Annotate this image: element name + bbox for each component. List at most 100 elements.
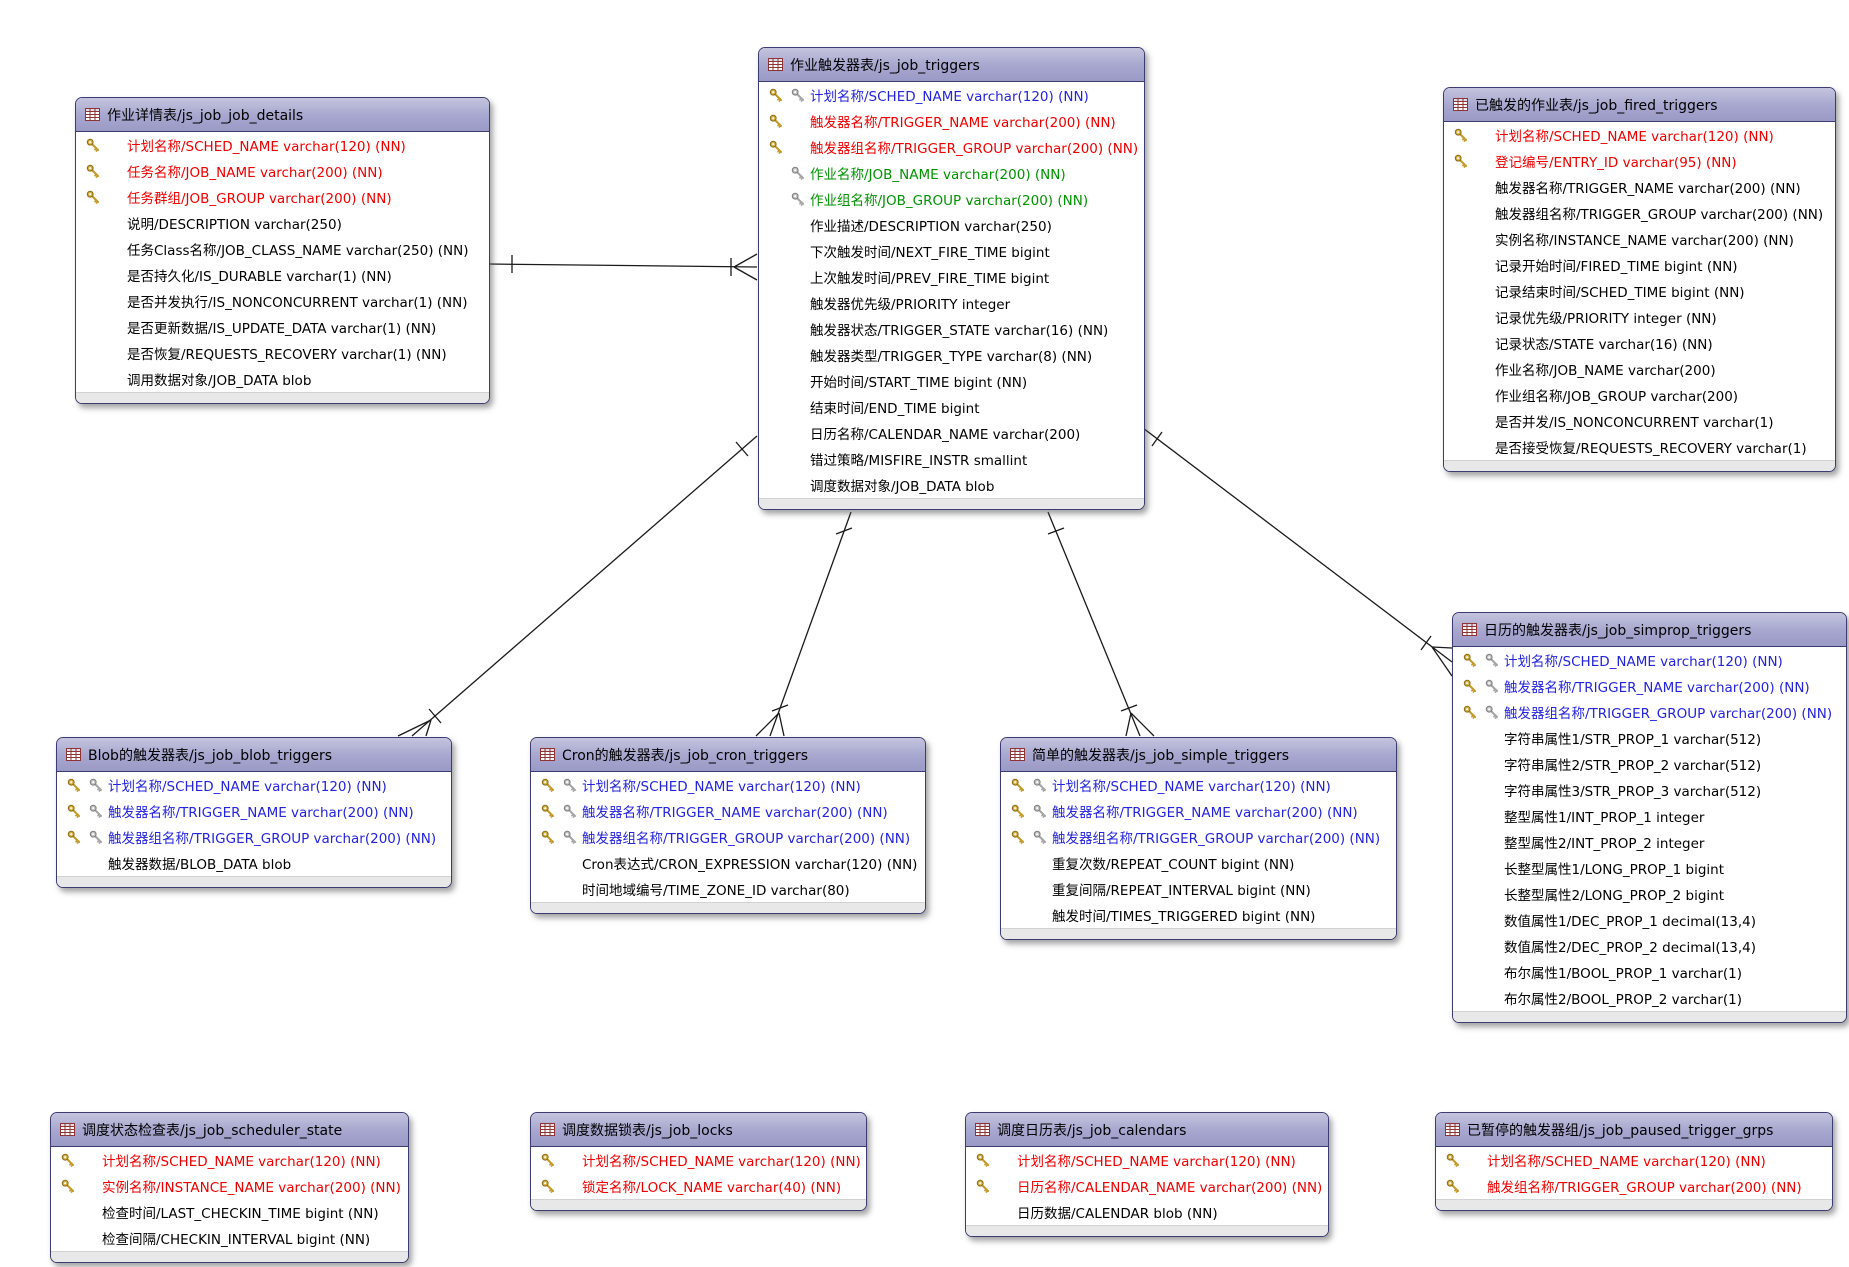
field-row[interactable]: 日历名称/CALENDAR_NAME varchar(200) (NN) [966,1173,1328,1199]
table-header[interactable]: 已暂停的触发器组/js_job_paused_trigger_grps [1436,1113,1832,1147]
field-row[interactable]: 触发器组名称/TRIGGER_GROUP varchar(200) (NN) [1453,699,1846,725]
field-row[interactable]: 检查间隔/CHECKIN_INTERVAL bigint (NN) [51,1225,408,1251]
field-row[interactable]: 数值属性1/DEC_PROP_1 decimal(13,4) [1453,907,1846,933]
entity-table-js_job_triggers[interactable]: 作业触发器表/js_job_triggers 计划名称/SCHED_NAME v… [758,47,1145,510]
field-row[interactable]: 任务Class名称/JOB_CLASS_NAME varchar(250) (N… [76,236,489,262]
field-row[interactable]: 触发器名称/TRIGGER_NAME varchar(200) (NN) [531,798,925,824]
entity-table-js_job_scheduler_state[interactable]: 调度状态检查表/js_job_scheduler_state 计划名称/SCHE… [50,1112,409,1263]
field-row[interactable]: Cron表达式/CRON_EXPRESSION varchar(120) (NN… [531,850,925,876]
field-row[interactable]: 记录优先级/PRIORITY integer (NN) [1444,304,1835,330]
field-row[interactable]: 记录状态/STATE varchar(16) (NN) [1444,330,1835,356]
field-row[interactable]: 整型属性1/INT_PROP_1 integer [1453,803,1846,829]
entity-table-js_job_paused_trigger_grps[interactable]: 已暂停的触发器组/js_job_paused_trigger_grps 计划名称… [1435,1112,1833,1211]
field-row[interactable]: 触发器名称/TRIGGER_NAME varchar(200) (NN) [759,108,1144,134]
field-row[interactable]: 时间地域编号/TIME_ZONE_ID varchar(80) [531,876,925,902]
table-header[interactable]: 简单的触发器表/js_job_simple_triggers [1001,738,1396,772]
field-row[interactable]: 登记编号/ENTRY_ID varchar(95) (NN) [1444,148,1835,174]
field-row[interactable]: 作业组名称/JOB_GROUP varchar(200) [1444,382,1835,408]
field-row[interactable]: 是否并发/IS_NONCONCURRENT varchar(1) [1444,408,1835,434]
field-row[interactable]: 计划名称/SCHED_NAME varchar(120) (NN) [1436,1147,1832,1173]
field-row[interactable]: 触发器名称/TRIGGER_NAME varchar(200) (NN) [1001,798,1396,824]
field-row[interactable]: 作业描述/DESCRIPTION varchar(250) [759,212,1144,238]
table-header[interactable]: 作业详情表/js_job_job_details [76,98,489,132]
field-row[interactable]: 计划名称/SCHED_NAME varchar(120) (NN) [1001,772,1396,798]
field-row[interactable]: 作业名称/JOB_NAME varchar(200) (NN) [759,160,1144,186]
field-row[interactable]: 触发器组名称/TRIGGER_GROUP varchar(200) (NN) [1001,824,1396,850]
field-row[interactable]: 触发器名称/TRIGGER_NAME varchar(200) (NN) [1453,673,1846,699]
field-row[interactable]: 是否并发执行/IS_NONCONCURRENT varchar(1) (NN) [76,288,489,314]
field-row[interactable]: 布尔属性1/BOOL_PROP_1 varchar(1) [1453,959,1846,985]
field-row[interactable]: 日历数据/CALENDAR blob (NN) [966,1199,1328,1225]
field-row[interactable]: 是否接受恢复/REQUESTS_RECOVERY varchar(1) [1444,434,1835,460]
field-row[interactable]: 字符串属性3/STR_PROP_3 varchar(512) [1453,777,1846,803]
field-row[interactable]: 日历名称/CALENDAR_NAME varchar(200) [759,420,1144,446]
field-row[interactable]: 调用数据对象/JOB_DATA blob [76,366,489,392]
entity-table-js_job_fired_triggers[interactable]: 已触发的作业表/js_job_fired_triggers 计划名称/SCHED… [1443,87,1836,472]
field-row[interactable]: 触发器名称/TRIGGER_NAME varchar(200) (NN) [57,798,451,824]
field-row[interactable]: 触发器组名称/TRIGGER_GROUP varchar(200) (NN) [531,824,925,850]
field-row[interactable]: 作业名称/JOB_NAME varchar(200) [1444,356,1835,382]
entity-table-js_job_blob_triggers[interactable]: Blob的触发器表/js_job_blob_triggers 计划名称/SCHE… [56,737,452,888]
field-row[interactable]: 说明/DESCRIPTION varchar(250) [76,210,489,236]
field-row[interactable]: 任务名称/JOB_NAME varchar(200) (NN) [76,158,489,184]
table-header[interactable]: Cron的触发器表/js_job_cron_triggers [531,738,925,772]
field-row[interactable]: 计划名称/SCHED_NAME varchar(120) (NN) [51,1147,408,1173]
field-row[interactable]: 长整型属性2/LONG_PROP_2 bigint [1453,881,1846,907]
field-row[interactable]: 计划名称/SCHED_NAME varchar(120) (NN) [531,1147,866,1173]
field-row[interactable]: 长整型属性1/LONG_PROP_1 bigint [1453,855,1846,881]
table-header[interactable]: 调度日历表/js_job_calendars [966,1113,1328,1147]
field-row[interactable]: 重复间隔/REPEAT_INTERVAL bigint (NN) [1001,876,1396,902]
field-row[interactable]: 任务群组/JOB_GROUP varchar(200) (NN) [76,184,489,210]
field-row[interactable]: 计划名称/SCHED_NAME varchar(120) (NN) [759,82,1144,108]
field-row[interactable]: 重复次数/REPEAT_COUNT bigint (NN) [1001,850,1396,876]
field-row[interactable]: 触发器数据/BLOB_DATA blob [57,850,451,876]
field-row[interactable]: 整型属性2/INT_PROP_2 integer [1453,829,1846,855]
field-row[interactable]: 字符串属性1/STR_PROP_1 varchar(512) [1453,725,1846,751]
field-row[interactable]: 计划名称/SCHED_NAME varchar(120) (NN) [76,132,489,158]
field-row[interactable]: 结束时间/END_TIME bigint [759,394,1144,420]
field-row[interactable]: 计划名称/SCHED_NAME varchar(120) (NN) [1453,647,1846,673]
field-row[interactable]: 触发器组名称/TRIGGER_GROUP varchar(200) (NN) [759,134,1144,160]
field-row[interactable]: 触发器组名称/TRIGGER_GROUP varchar(200) (NN) [1444,200,1835,226]
field-row[interactable]: 计划名称/SCHED_NAME varchar(120) (NN) [966,1147,1328,1173]
field-row[interactable]: 记录开始时间/FIRED_TIME bigint (NN) [1444,252,1835,278]
field-row[interactable]: 是否恢复/REQUESTS_RECOVERY varchar(1) (NN) [76,340,489,366]
field-row[interactable]: 检查时间/LAST_CHECKIN_TIME bigint (NN) [51,1199,408,1225]
field-row[interactable]: 作业组名称/JOB_GROUP varchar(200) (NN) [759,186,1144,212]
field-row[interactable]: 实例名称/INSTANCE_NAME varchar(200) (NN) [1444,226,1835,252]
field-row[interactable]: 下次触发时间/NEXT_FIRE_TIME bigint [759,238,1144,264]
field-row[interactable]: 锁定名称/LOCK_NAME varchar(40) (NN) [531,1173,866,1199]
table-header[interactable]: 作业触发器表/js_job_triggers [759,48,1144,82]
field-row[interactable]: 计划名称/SCHED_NAME varchar(120) (NN) [1444,122,1835,148]
entity-table-js_job_locks[interactable]: 调度数据锁表/js_job_locks 计划名称/SCHED_NAME varc… [530,1112,867,1211]
field-row[interactable]: 触发器状态/TRIGGER_STATE varchar(16) (NN) [759,316,1144,342]
field-row[interactable]: 上次触发时间/PREV_FIRE_TIME bigint [759,264,1144,290]
table-header[interactable]: 调度状态检查表/js_job_scheduler_state [51,1113,408,1147]
entity-table-js_job_simple_triggers[interactable]: 简单的触发器表/js_job_simple_triggers 计划名称/SCHE… [1000,737,1397,940]
field-row[interactable]: 调度数据对象/JOB_DATA blob [759,472,1144,498]
field-row[interactable]: 触发时间/TIMES_TRIGGERED bigint (NN) [1001,902,1396,928]
field-row[interactable]: 实例名称/INSTANCE_NAME varchar(200) (NN) [51,1173,408,1199]
field-row[interactable]: 触发器优先级/PRIORITY integer [759,290,1144,316]
field-row[interactable]: 记录结束时间/SCHED_TIME bigint (NN) [1444,278,1835,304]
table-header[interactable]: 已触发的作业表/js_job_fired_triggers [1444,88,1835,122]
entity-table-js_job_job_details[interactable]: 作业详情表/js_job_job_details 计划名称/SCHED_NAME… [75,97,490,404]
field-row[interactable]: 布尔属性2/BOOL_PROP_2 varchar(1) [1453,985,1846,1011]
field-row[interactable]: 触发组名称/TRIGGER_GROUP varchar(200) (NN) [1436,1173,1832,1199]
field-row[interactable]: 是否持久化/IS_DURABLE varchar(1) (NN) [76,262,489,288]
entity-table-js_job_cron_triggers[interactable]: Cron的触发器表/js_job_cron_triggers 计划名称/SCHE… [530,737,926,914]
table-header[interactable]: 日历的触发器表/js_job_simprop_triggers [1453,613,1846,647]
table-header[interactable]: Blob的触发器表/js_job_blob_triggers [57,738,451,772]
field-row[interactable]: 触发器名称/TRIGGER_NAME varchar(200) (NN) [1444,174,1835,200]
field-row[interactable]: 数值属性2/DEC_PROP_2 decimal(13,4) [1453,933,1846,959]
field-row[interactable]: 开始时间/START_TIME bigint (NN) [759,368,1144,394]
field-row[interactable]: 是否更新数据/IS_UPDATE_DATA varchar(1) (NN) [76,314,489,340]
field-row[interactable]: 计划名称/SCHED_NAME varchar(120) (NN) [57,772,451,798]
field-row[interactable]: 触发器类型/TRIGGER_TYPE varchar(8) (NN) [759,342,1144,368]
entity-table-js_job_calendars[interactable]: 调度日历表/js_job_calendars 计划名称/SCHED_NAME v… [965,1112,1329,1237]
entity-table-js_job_simprop_triggers[interactable]: 日历的触发器表/js_job_simprop_triggers 计划名称/SCH… [1452,612,1847,1023]
table-header[interactable]: 调度数据锁表/js_job_locks [531,1113,866,1147]
field-row[interactable]: 触发器组名称/TRIGGER_GROUP varchar(200) (NN) [57,824,451,850]
field-row[interactable]: 计划名称/SCHED_NAME varchar(120) (NN) [531,772,925,798]
field-row[interactable]: 字符串属性2/STR_PROP_2 varchar(512) [1453,751,1846,777]
